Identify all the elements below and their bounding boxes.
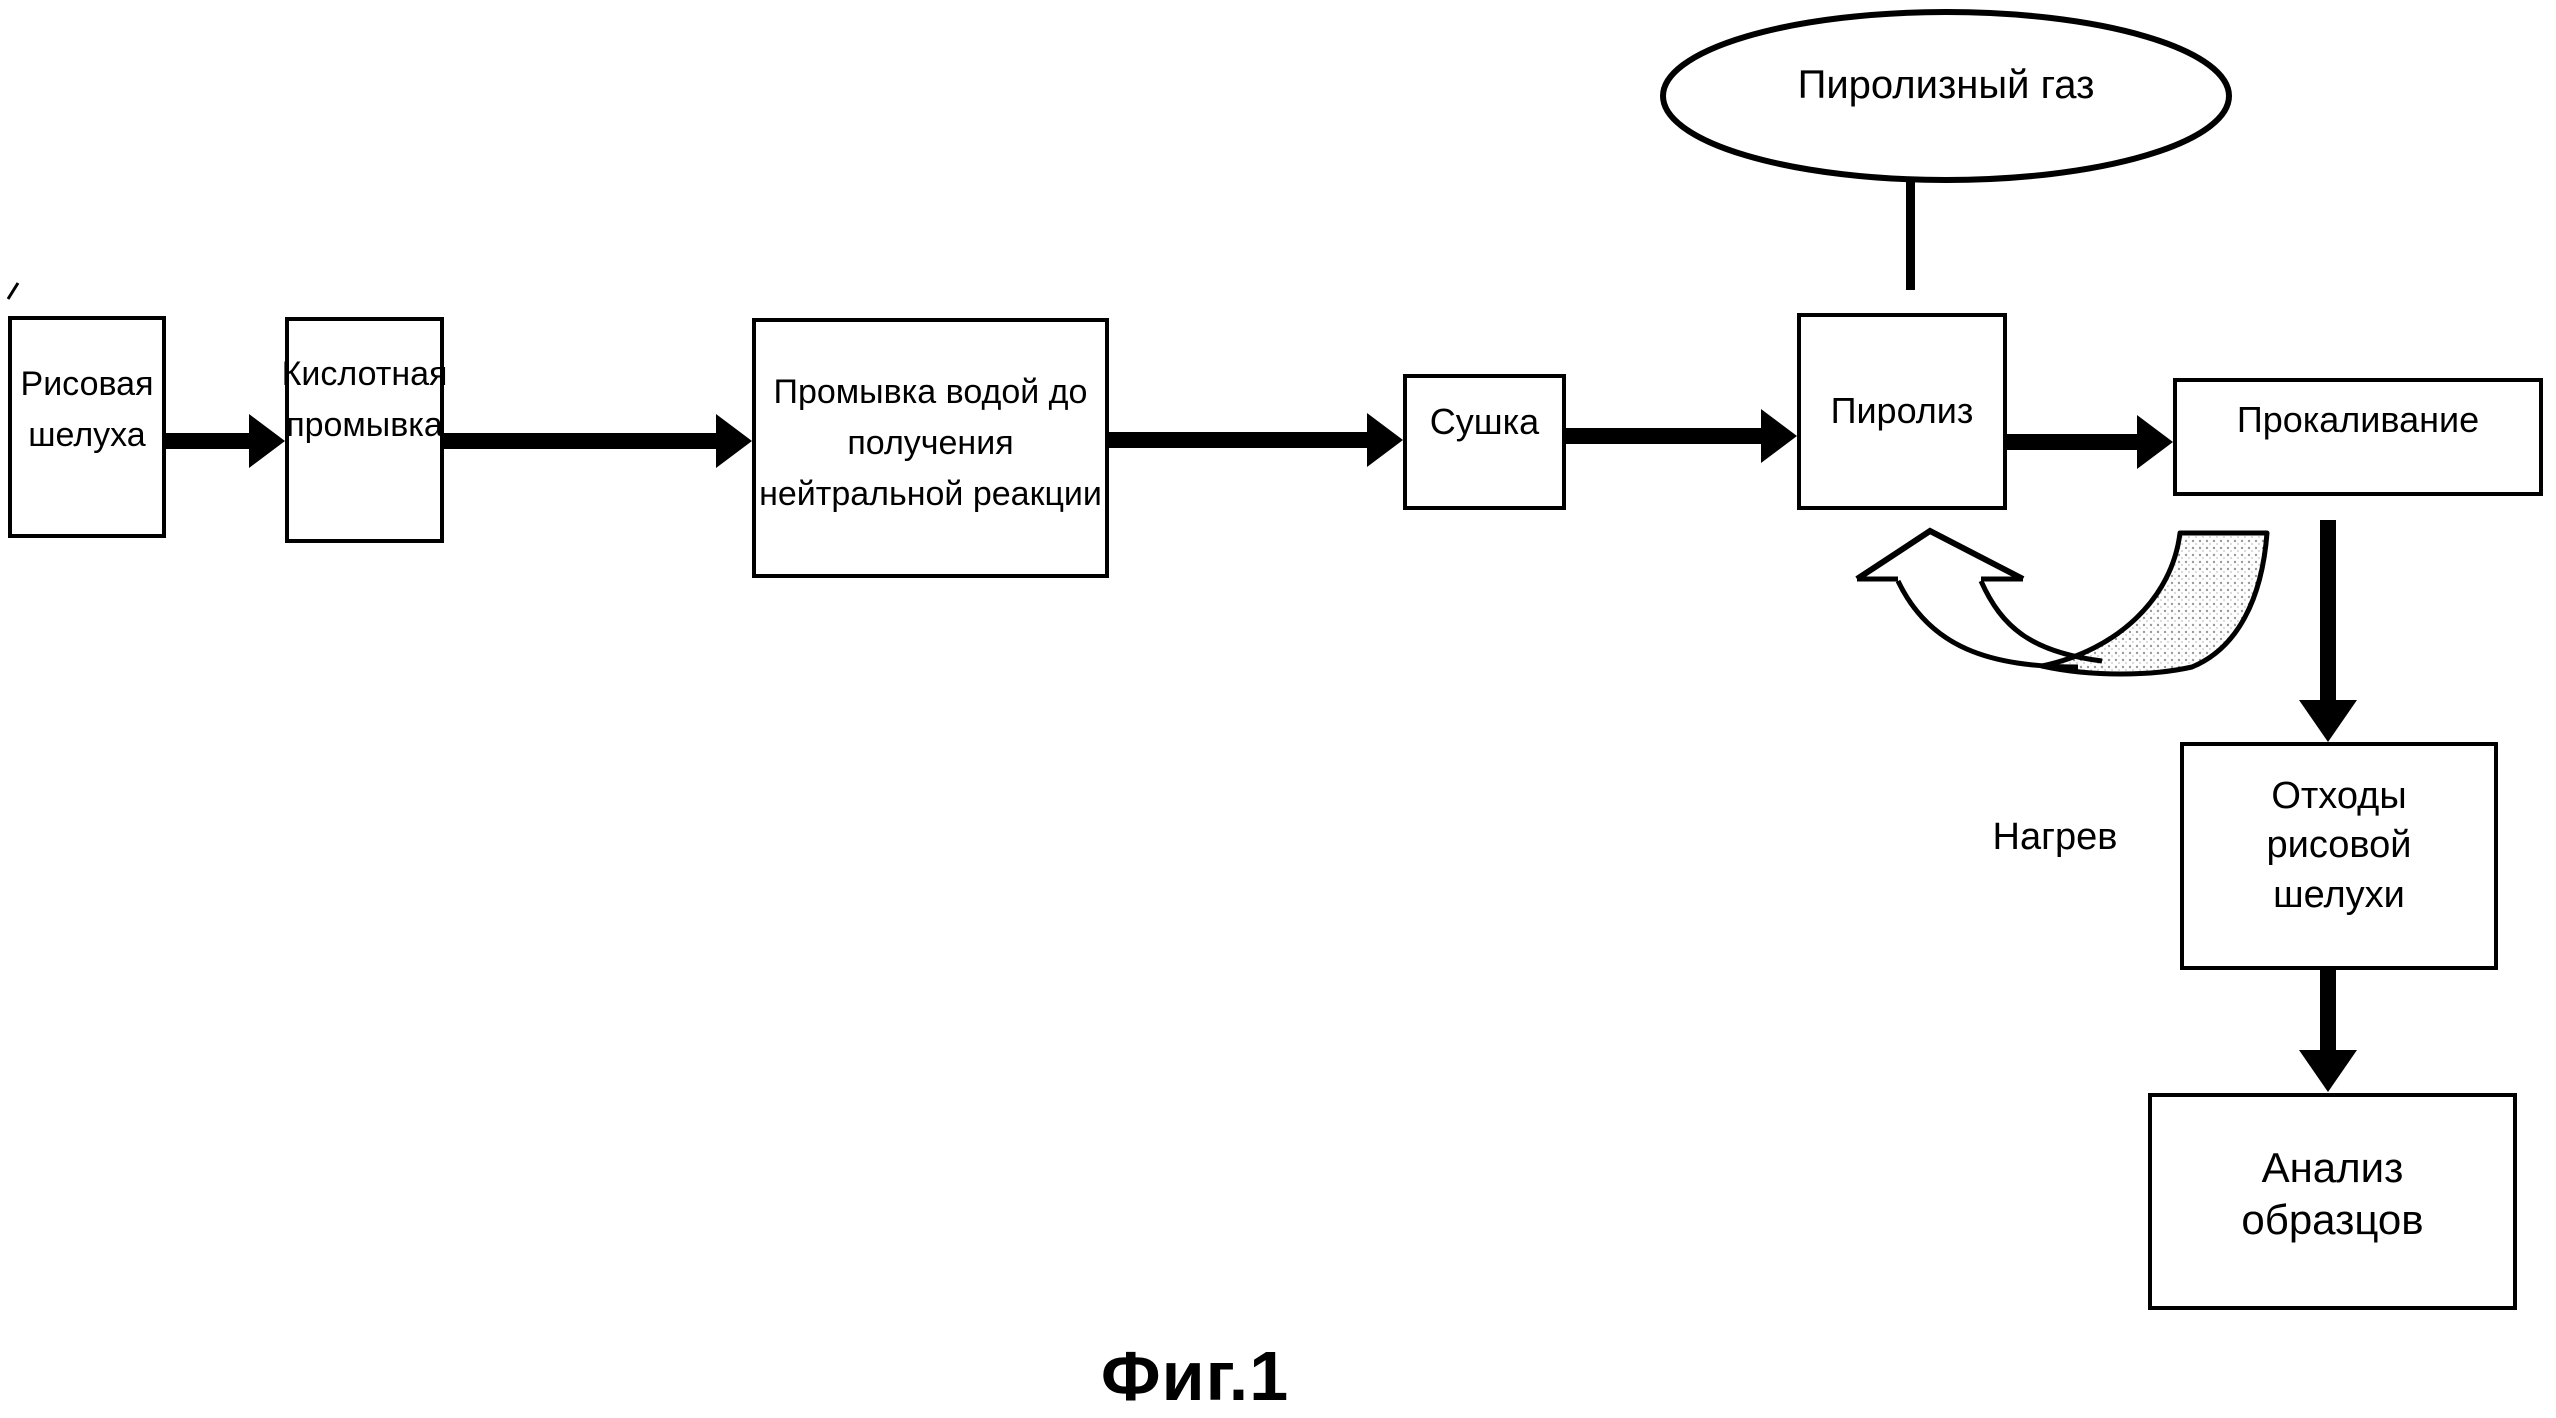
recycle-arrow-stippled-band — [2039, 530, 2270, 677]
node-pyrolysis-label: Пиролиз — [1830, 390, 1974, 432]
arrow-rice-husk-to-acid-wash — [166, 414, 285, 468]
arrow-acid-wash-to-water-wash — [444, 414, 752, 468]
node-rice-husk: Рисовая шелуха — [8, 316, 166, 538]
arrow-drying-to-pyrolysis — [1566, 409, 1797, 463]
node-calcination: Прокаливание — [2173, 378, 2543, 496]
node-water-wash: Промывка водой до получения нейтральной … — [752, 318, 1109, 578]
node-pyrolysis-gas-label: Пиролизный газ — [1797, 62, 2095, 107]
node-rice-husk-label: Рисовая шелуха — [20, 365, 154, 454]
node-drying: Сушка — [1403, 374, 1566, 510]
node-acid-wash-label: Кислотная промывка — [281, 355, 448, 444]
node-pyrolysis: Пиролиз — [1797, 313, 2007, 510]
node-drying-label: Сушка — [1429, 400, 1540, 442]
node-calcination-label: Прокаливание — [2236, 398, 2480, 440]
arrow-pyrolysis-to-calcination — [2007, 415, 2173, 469]
figure-caption: Фиг.1 — [1045, 1336, 1345, 1416]
recycle-arrowhead — [1855, 527, 2025, 582]
arrow-water-wash-to-drying — [1109, 413, 1403, 467]
arrow-waste-to-analysis — [2299, 970, 2357, 1092]
node-sample-analysis-label: Анализ образцов — [2241, 1144, 2424, 1243]
arrow-calcination-to-waste — [2299, 520, 2357, 742]
node-acid-wash: Кислотная промывка — [282, 317, 447, 543]
node-rice-husk-waste: Отходы рисовой шелухи — [2180, 742, 2498, 970]
label-heating: Нагрев — [1980, 810, 2130, 864]
label-heating-text: Нагрев — [1992, 815, 2118, 858]
node-rice-husk-waste-label: Отходы рисовой шелухи — [2266, 774, 2412, 916]
recycle-arrow-outer-arc — [1895, 579, 2079, 670]
figure-caption-text: Фиг.1 — [1100, 1337, 1290, 1415]
recycle-arrow-inner-arc — [1978, 579, 2103, 664]
scan-tick-mark — [6, 282, 20, 300]
ellipse-pyrolysis-gas-outline — [1660, 9, 2232, 183]
node-pyrolysis-gas: Пиролизный газ — [1700, 58, 2192, 112]
pyrolysis-gas-connector-line — [1906, 178, 1915, 290]
node-water-wash-label: Промывка водой до получения нейтральной … — [759, 372, 1102, 513]
node-sample-analysis: Анализ образцов — [2148, 1093, 2517, 1310]
